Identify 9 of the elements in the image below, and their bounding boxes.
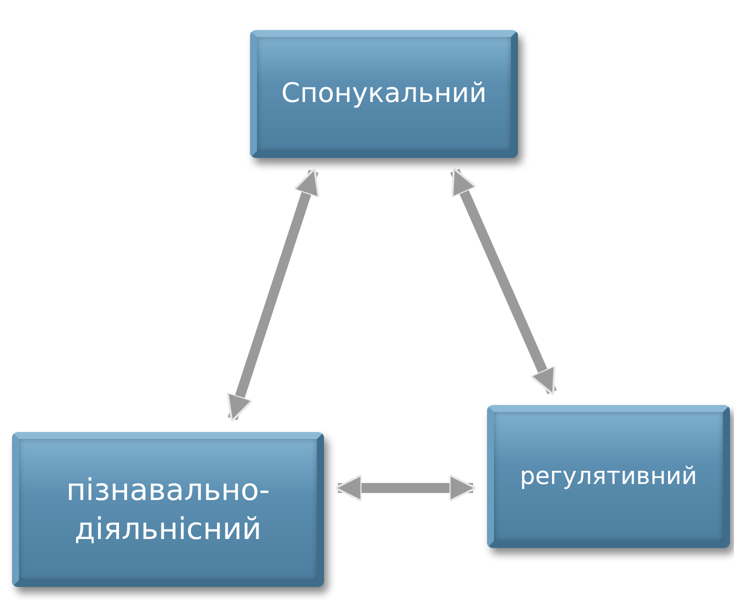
double-arrow xyxy=(450,167,557,396)
process-box xyxy=(250,30,518,158)
box-label: регулятивний xyxy=(520,460,698,492)
process-box xyxy=(487,405,730,548)
double-arrow xyxy=(334,474,477,502)
box-label: пізнавально-діяльнісний xyxy=(65,472,271,548)
double-arrow xyxy=(226,168,320,422)
process-box xyxy=(12,432,324,587)
box-label: Спонукальний xyxy=(281,77,487,112)
